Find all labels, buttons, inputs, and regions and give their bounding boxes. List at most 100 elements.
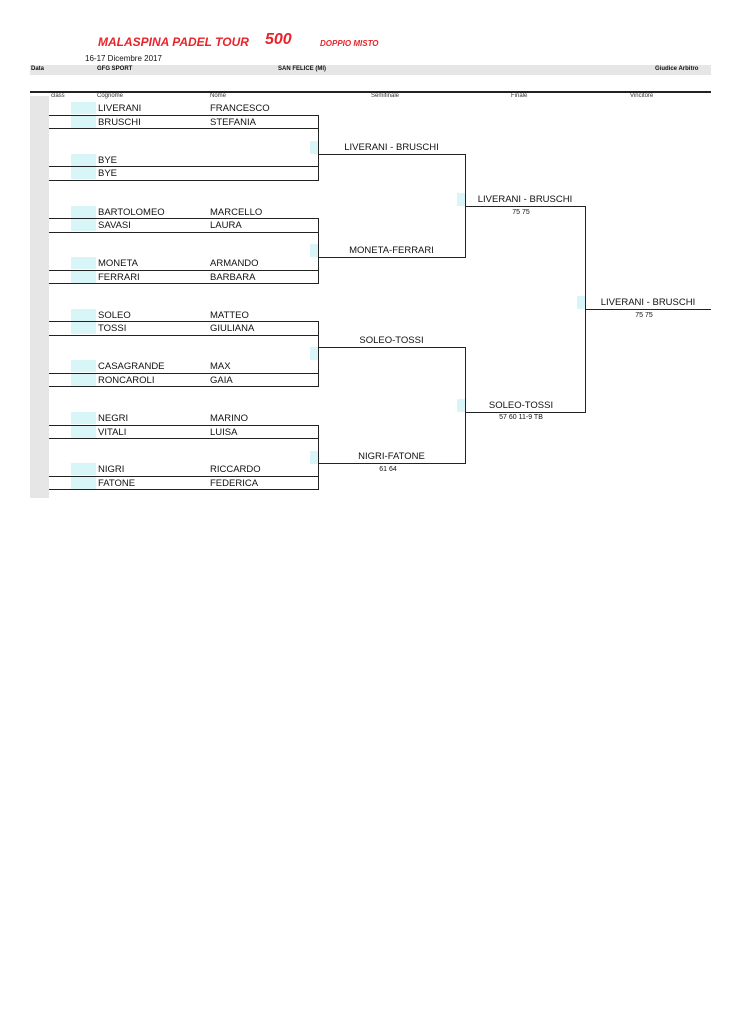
seed-cell [71, 412, 96, 424]
winner-score: 75 75 [635, 312, 653, 319]
seed-cell [457, 193, 465, 206]
seed-cell [457, 399, 465, 412]
entry-line [49, 489, 318, 490]
player-name: FRANCESCO [210, 103, 270, 114]
tournament-level: 500 [265, 31, 292, 48]
seed-cell [71, 206, 96, 218]
player-name: BARBARA [210, 272, 256, 283]
seed-cell [71, 463, 96, 475]
bracket-connector [585, 206, 586, 413]
player-surname: NIGRI [98, 464, 125, 475]
advance-line [318, 257, 465, 258]
column-header-final: Finale [511, 93, 528, 99]
bracket-connector [318, 218, 319, 284]
player-name: MAX [210, 361, 231, 372]
seed-cell [71, 219, 96, 231]
player-surname: BARTOLOMEO [98, 207, 165, 218]
tournament-dates: 16-17 Dicembre 2017 [85, 54, 162, 63]
match-score: 61 64 [379, 466, 397, 473]
bracket-connector [318, 425, 319, 490]
column-header-class: class [51, 93, 65, 99]
advance-line [465, 412, 585, 413]
tournament-category: DOPPIO MISTO [320, 39, 379, 48]
seed-cell [310, 141, 318, 154]
bracket-connector [318, 115, 319, 181]
player-name: FEDERICA [210, 478, 259, 489]
seed-cell [71, 271, 96, 283]
seed-cell [310, 244, 318, 257]
player-name: RICCARDO [210, 464, 261, 475]
entry-line [49, 128, 318, 129]
bracket-connector [318, 321, 319, 387]
entry-line [49, 218, 318, 219]
club-name: GFG SPORT [97, 66, 133, 72]
player-surname: RONCAROLI [98, 375, 155, 386]
entry-line [49, 335, 318, 336]
player-surname: LIVERANI [98, 103, 142, 114]
seed-cell [71, 322, 96, 334]
player-surname: TOSSI [98, 323, 127, 334]
entry-line [49, 373, 318, 374]
column-header-name: Nome [210, 93, 227, 99]
entry-line [49, 386, 318, 387]
winner-team: LIVERANI - BRUSCHI [600, 297, 696, 308]
player-surname: SOLEO [98, 310, 131, 321]
seed-cell [577, 296, 585, 309]
player-surname: BRUSCHI [98, 117, 141, 128]
player-surname: MONETA [98, 258, 138, 269]
entry-line [49, 476, 318, 477]
column-header-winner: Vincitore [630, 93, 654, 99]
player-name: MATTEO [210, 310, 249, 321]
entry-line [49, 270, 318, 271]
player-name: GAIA [210, 375, 233, 386]
player-surname: SAVASI [98, 220, 131, 231]
seed-cell [71, 102, 96, 114]
column-header-semifinal: Semifinale [371, 93, 400, 99]
entry-line [49, 321, 318, 322]
seed-cell [71, 309, 96, 321]
advance-line [465, 206, 585, 207]
player-surname: FATONE [98, 478, 136, 489]
advance-line [318, 347, 465, 348]
entry-line [49, 115, 318, 116]
seed-cell [71, 116, 96, 128]
round2-team: NIGRI-FATONE [358, 451, 425, 462]
seed-cell [71, 426, 96, 438]
entry-line [49, 232, 318, 233]
location: SAN FELICE (MI) [278, 66, 326, 72]
player-name: MARCELLO [210, 207, 263, 218]
player-surname: CASAGRANDE [98, 361, 165, 372]
seed-cell [71, 360, 96, 372]
player-name: GIULIANA [210, 323, 255, 334]
player-surname: BYE [98, 155, 118, 166]
entry-line [49, 166, 318, 167]
advance-line [318, 154, 465, 155]
advance-line [318, 463, 465, 464]
round2-team: SOLEO-TOSSI [359, 335, 424, 346]
semifinal-team: SOLEO-TOSSI [488, 400, 554, 411]
match-score: 57 60 11-9 TB [499, 414, 543, 421]
bracket-connector [465, 347, 466, 464]
player-name: MARINO [210, 413, 248, 424]
player-name: STEFANIA [210, 117, 256, 128]
column-header-surname: Cognome [97, 93, 124, 99]
data-label: Data [31, 66, 45, 72]
player-name: LAURA [210, 220, 242, 231]
class-column-band [30, 96, 49, 498]
seed-cell [71, 477, 96, 489]
round2-team: LIVERANI - BRUSCHI [344, 142, 439, 153]
seed-cell [71, 374, 96, 386]
info-bar [30, 65, 711, 75]
tournament-title: MALASPINA PADEL TOUR [98, 35, 249, 49]
winner-line [586, 309, 711, 310]
player-surname: VITALI [98, 427, 127, 438]
seed-cell [71, 154, 96, 166]
semifinal-team: LIVERANI - BRUSCHI [477, 194, 573, 205]
player-name: ARMANDO [210, 258, 259, 269]
seed-cell [71, 257, 96, 269]
player-surname: NEGRI [98, 413, 129, 424]
referee-label: Giudice Arbitro [655, 66, 699, 72]
seed-cell [310, 347, 318, 360]
seed-cell [71, 167, 96, 179]
player-name: LUISA [210, 427, 238, 438]
